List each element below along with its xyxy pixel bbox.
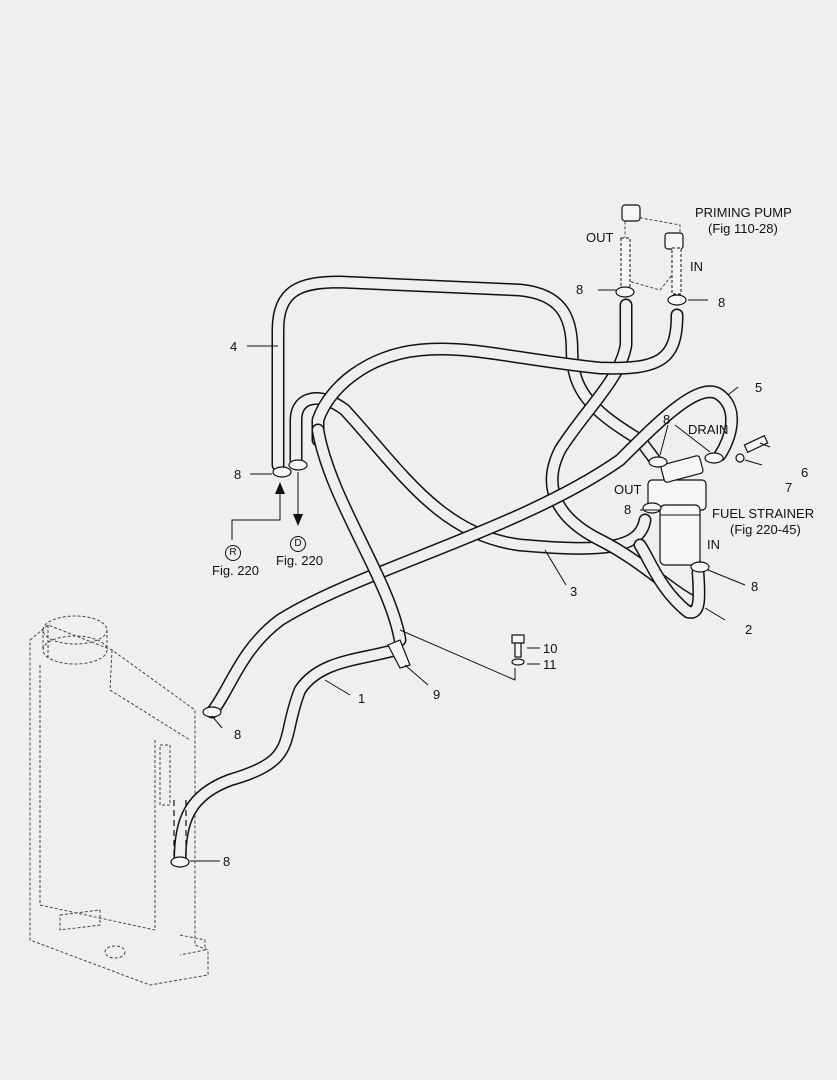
fuel-strainer: [647, 434, 769, 566]
callout-1: 1: [358, 691, 366, 706]
fuel-strainer-title: FUEL STRAINER: [712, 506, 815, 521]
ref-d-fig: Fig. 220: [276, 553, 323, 568]
callout-8-left: 8: [234, 467, 242, 482]
fuel-strainer-in-label: IN: [707, 537, 720, 552]
hose-5: [205, 385, 739, 719]
priming-pump-out-label: OUT: [586, 230, 614, 245]
callout-7: 7: [785, 480, 793, 495]
priming-pump-ref: (Fig 110-28): [708, 221, 778, 236]
callout-8-tank-upper: 8: [234, 727, 242, 742]
priming-pump: [620, 204, 684, 295]
callout-8-strainer-in: 8: [751, 579, 759, 594]
callout-8-pump-in: 8: [718, 295, 726, 310]
callout-8-tank-lower: 8: [223, 854, 231, 869]
drain-label: DRAIN: [688, 422, 729, 437]
priming-pump-title: PRIMING PUMP: [695, 205, 792, 220]
callout-3: 3: [570, 584, 578, 599]
ref-r-fig: Fig. 220: [212, 563, 259, 578]
callout-8-strainer-top: 8: [663, 412, 671, 427]
callout-8-pump-out: 8: [576, 282, 584, 297]
callout-6: 6: [801, 465, 809, 480]
hose-2: [633, 538, 706, 619]
ref-r-symbol: R: [225, 545, 241, 561]
callout-2: 2: [745, 622, 753, 637]
ref-d-symbol: D: [290, 536, 306, 552]
clip-bolt-washer: [387, 634, 525, 669]
callout-11: 11: [543, 657, 557, 672]
hose-clamps: [170, 286, 724, 868]
callout-4: 4: [230, 339, 238, 354]
hose-vertical-clip: [311, 423, 407, 647]
leader-lines: [190, 289, 771, 862]
hose-1: [173, 643, 402, 870]
callout-9: 9: [433, 687, 441, 702]
fuel-strainer-ref: (Fig 220-45): [730, 522, 801, 537]
hose-pump-in: [311, 308, 684, 447]
callout-8-strainer-out: 8: [624, 502, 632, 517]
priming-pump-in-label: IN: [690, 259, 703, 274]
fuel-strainer-out-label: OUT: [614, 482, 642, 497]
callout-5: 5: [755, 380, 763, 395]
fuel-tank: [29, 615, 209, 986]
callout-10: 10: [543, 641, 558, 656]
